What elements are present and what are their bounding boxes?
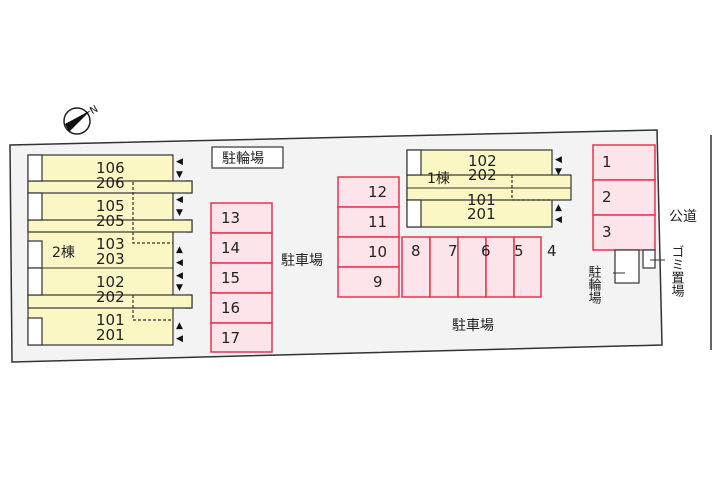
bicycle-shed — [614, 249, 640, 284]
svg-text:N: N — [88, 104, 100, 117]
svg-text:◀: ◀ — [176, 157, 183, 167]
svg-text:◀: ◀ — [555, 155, 562, 165]
bicycle-parking-label: 駐輪場 — [222, 150, 264, 167]
svg-text:▲: ▲ — [555, 203, 562, 213]
parking-13-17: 13 14 15 16 17 — [210, 202, 273, 353]
unit-101: 101 — [96, 311, 125, 329]
unit-201: 201 — [96, 326, 125, 344]
parking-space-1: 1 — [602, 153, 612, 171]
building-2-label: 2棟 — [52, 245, 75, 261]
svg-text:◀: ◀ — [555, 215, 562, 225]
svg-text:◀: ◀ — [176, 271, 183, 281]
parking-space-3: 3 — [602, 223, 612, 241]
unit-206: 206 — [96, 174, 125, 192]
unit-1-102: 102 — [468, 152, 497, 170]
building-1-label: 1棟 — [427, 171, 450, 187]
unit-1-101: 101 — [467, 191, 496, 209]
parking-space-8: 8 — [411, 242, 421, 260]
parking-space-5: 5 — [514, 242, 524, 260]
unit-203: 203 — [96, 250, 125, 268]
unit-102: 102 — [96, 273, 125, 291]
parking-space-9: 9 — [373, 273, 383, 291]
garbage-label: ゴミ置場 — [669, 245, 685, 297]
parking-space-4: 4 — [547, 242, 557, 260]
unit-1-202: 202 — [468, 166, 497, 184]
unit-205: 205 — [96, 212, 125, 230]
unit-105: 105 — [96, 197, 125, 215]
parking-label-mid: 駐車場 — [281, 252, 323, 269]
svg-text:▲: ▲ — [176, 245, 183, 255]
parking-space-17: 17 — [221, 329, 240, 347]
parking-space-7: 7 — [448, 242, 458, 260]
parking-space-14: 14 — [221, 239, 240, 257]
unit-106: 106 — [96, 159, 125, 177]
building-2: 106 206 105 205 103 203 102 202 101 201 … — [27, 154, 193, 346]
svg-text:◀: ◀ — [176, 334, 183, 344]
public-road-label: 公道 — [669, 209, 697, 225]
parking-space-10: 10 — [368, 243, 387, 261]
parking-space-13: 13 — [221, 209, 240, 227]
parking-4-8: 8 7 6 5 4 — [401, 236, 557, 298]
parking-space-15: 15 — [221, 269, 240, 287]
svg-text:◀: ◀ — [176, 195, 183, 205]
parking-space-2: 2 — [602, 188, 612, 206]
bicycle-parking-right-label: 駐輪場 — [586, 265, 602, 304]
building-1: 1棟 102 202 101 201 ◀ ▼ ▲ ◀ — [406, 149, 572, 228]
garbage-area — [642, 249, 656, 269]
unit-202: 202 — [96, 288, 125, 306]
svg-text:▼: ▼ — [176, 208, 183, 218]
svg-text:▼: ▼ — [176, 170, 183, 180]
north-compass-icon: N — [63, 104, 100, 135]
parking-space-11: 11 — [368, 213, 387, 231]
unit-1-201: 201 — [467, 205, 496, 223]
parking-space-6: 6 — [481, 242, 491, 260]
entrance-arrow-icons: ◀ ▼ ◀ ▼ ▲ ◀ ◀ ▼ ▲ ◀ — [176, 157, 183, 344]
unit-103: 103 — [96, 235, 125, 253]
parking-1-3: 1 2 3 — [592, 144, 656, 251]
svg-text:▼: ▼ — [555, 167, 562, 177]
svg-text:▼: ▼ — [176, 283, 183, 293]
parking-9-12: 12 11 10 9 — [337, 176, 400, 298]
entrance-arrow-icons-1: ◀ ▼ ▲ ◀ — [555, 155, 562, 225]
svg-text:◀: ◀ — [176, 258, 183, 268]
parking-space-12: 12 — [368, 183, 387, 201]
svg-text:▲: ▲ — [176, 321, 183, 331]
parking-space-16: 16 — [221, 299, 240, 317]
parking-label-bottom: 駐車場 — [452, 317, 494, 334]
